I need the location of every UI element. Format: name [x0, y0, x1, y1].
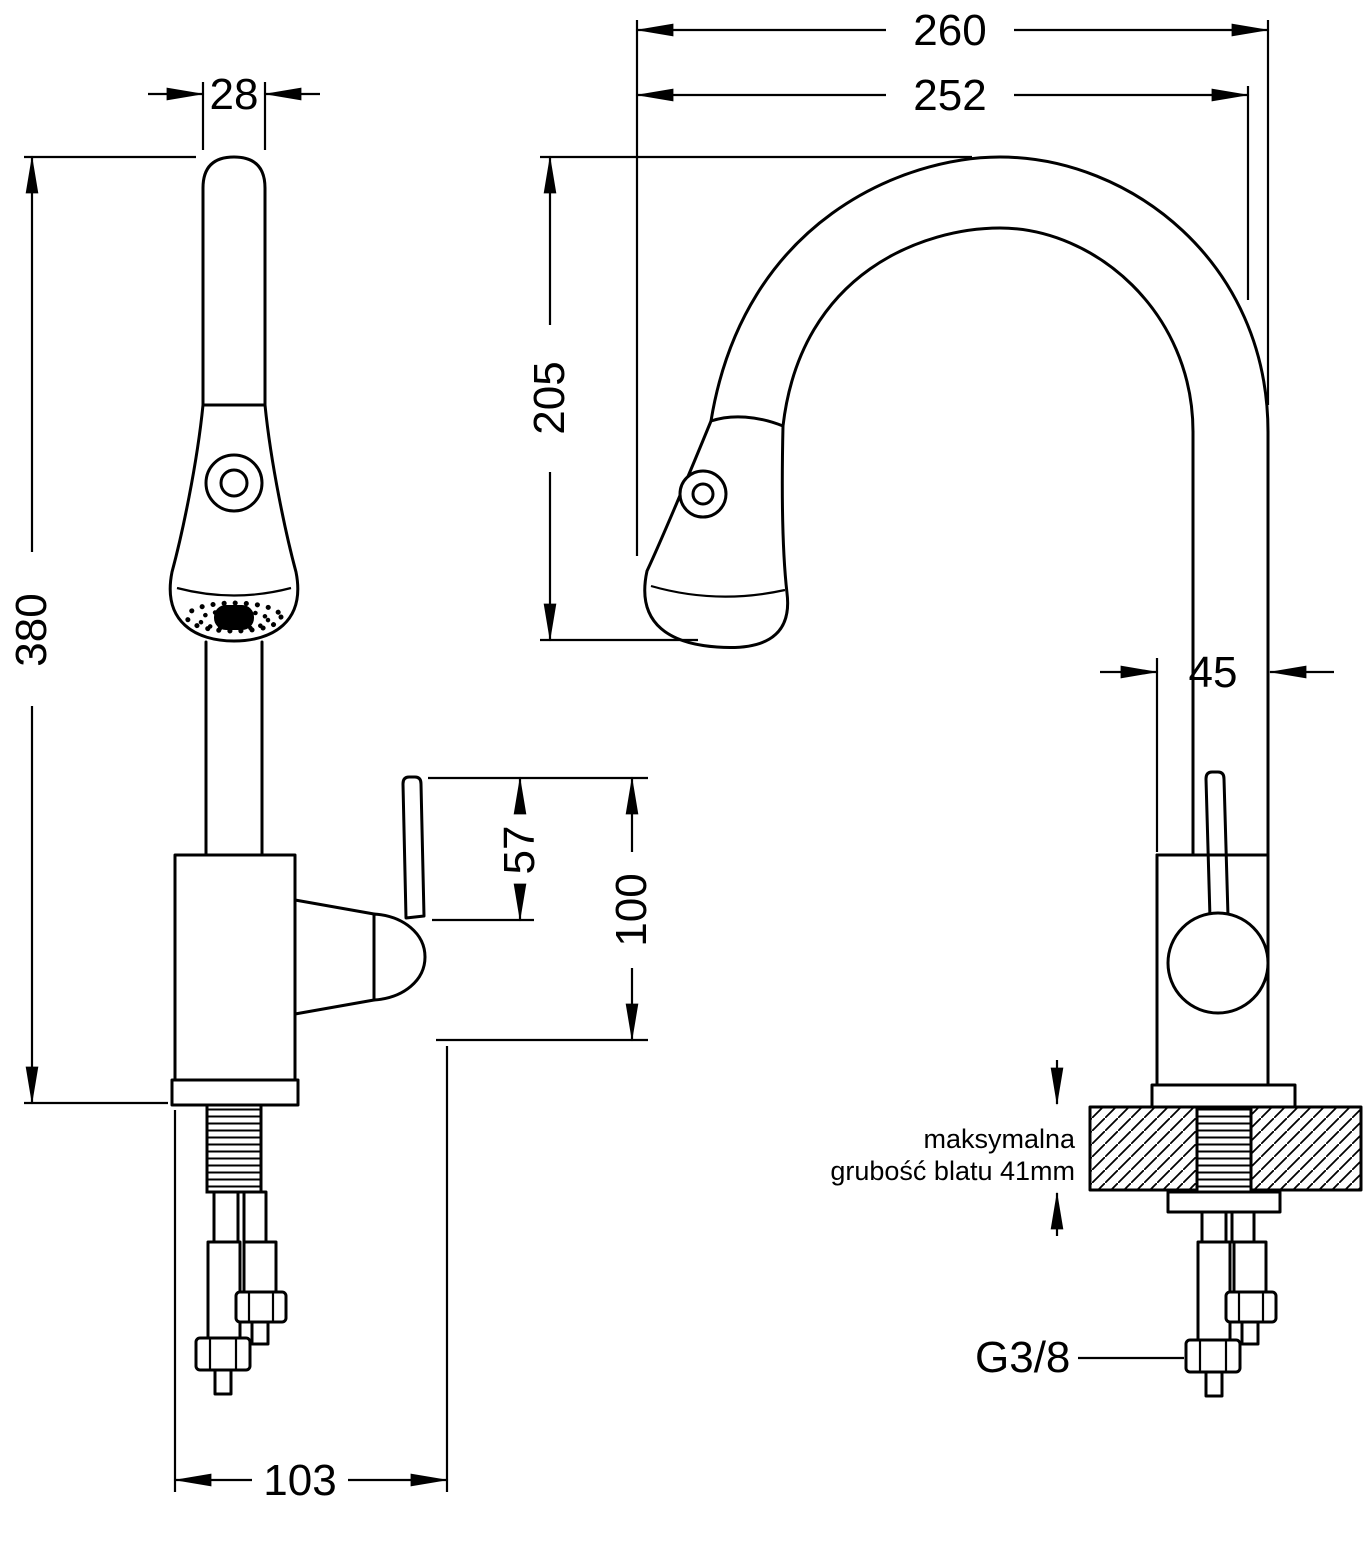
- dim-label-total-height: 380: [7, 593, 56, 666]
- dimension-103: 103: [173, 1046, 449, 1505]
- dim-label-spout-clearance: 205: [525, 361, 574, 434]
- dimension-45: 45: [1100, 648, 1334, 852]
- front-handle-lever: [401, 775, 426, 920]
- side-handle-lever: [1204, 770, 1230, 920]
- dim-label-base-span: 103: [263, 1456, 336, 1505]
- dimension-100: 100: [436, 776, 656, 1042]
- front-spray-head: [168, 403, 300, 643]
- side-threaded-shank: [1195, 1105, 1253, 1194]
- front-spray-face-line: [176, 586, 292, 597]
- front-hose-left: [206, 1240, 242, 1340]
- countertop-thickness-note: maksymalna grubość blatu 41mm: [830, 1060, 1076, 1236]
- front-base-flange: [170, 1078, 300, 1107]
- thread-size-callout: G3/8: [975, 1333, 1184, 1382]
- front-aerator-dots-outer: [184, 600, 284, 634]
- front-hose-right-nut: [234, 1290, 288, 1324]
- dim-label-lever-height: 57: [495, 826, 544, 875]
- dimension-28: 28: [148, 70, 320, 150]
- side-hose-right-nut: [1224, 1290, 1278, 1324]
- front-threaded-shank: [205, 1103, 263, 1194]
- front-view: [168, 155, 427, 1396]
- side-base-flange: [1150, 1083, 1297, 1109]
- side-mode-button-inner: [691, 482, 715, 506]
- side-hose-left-nut: [1184, 1338, 1242, 1374]
- front-hose-left-nut: [194, 1336, 252, 1372]
- front-body: [173, 853, 297, 1082]
- dimension-260: 260: [635, 6, 1270, 556]
- front-hose-right: [242, 1240, 278, 1294]
- side-spout-inner: [781, 226, 1195, 434]
- side-spray-head: [643, 415, 790, 649]
- dim-label-wand-width: 28: [210, 70, 259, 119]
- side-handle-knob: [1166, 911, 1270, 1015]
- side-spout-outer: [709, 155, 1270, 434]
- front-handle-cap: [372, 912, 427, 1002]
- countertop-hatch-right: [1251, 1107, 1361, 1190]
- dim-label-spout-reach: 252: [913, 71, 986, 120]
- dimension-252: 252: [635, 71, 1250, 300]
- dimension-205: 205: [525, 155, 972, 642]
- side-hose-right: [1232, 1240, 1268, 1294]
- countertop-note-line1: maksymalna: [923, 1124, 1076, 1154]
- front-wand-tube: [201, 155, 267, 407]
- dimension-380: 380: [7, 155, 196, 1105]
- thread-size-label: G3/8: [975, 1333, 1070, 1382]
- mounting-washer: [1166, 1190, 1282, 1214]
- side-view: [643, 155, 1363, 1398]
- front-mode-button-inner: [219, 468, 249, 498]
- dim-label-overall-reach: 260: [913, 6, 986, 55]
- dim-label-handle-height: 100: [607, 873, 656, 946]
- dimension-57: 57: [428, 776, 648, 922]
- side-spray-face-line: [650, 584, 786, 598]
- front-aerator-center: [214, 605, 254, 630]
- dim-label-body-width: 45: [1189, 648, 1238, 697]
- countertop-hatch-left: [1090, 1107, 1197, 1190]
- side-hose-left: [1196, 1240, 1232, 1342]
- countertop-note-line2: grubość blatu 41mm: [830, 1156, 1075, 1186]
